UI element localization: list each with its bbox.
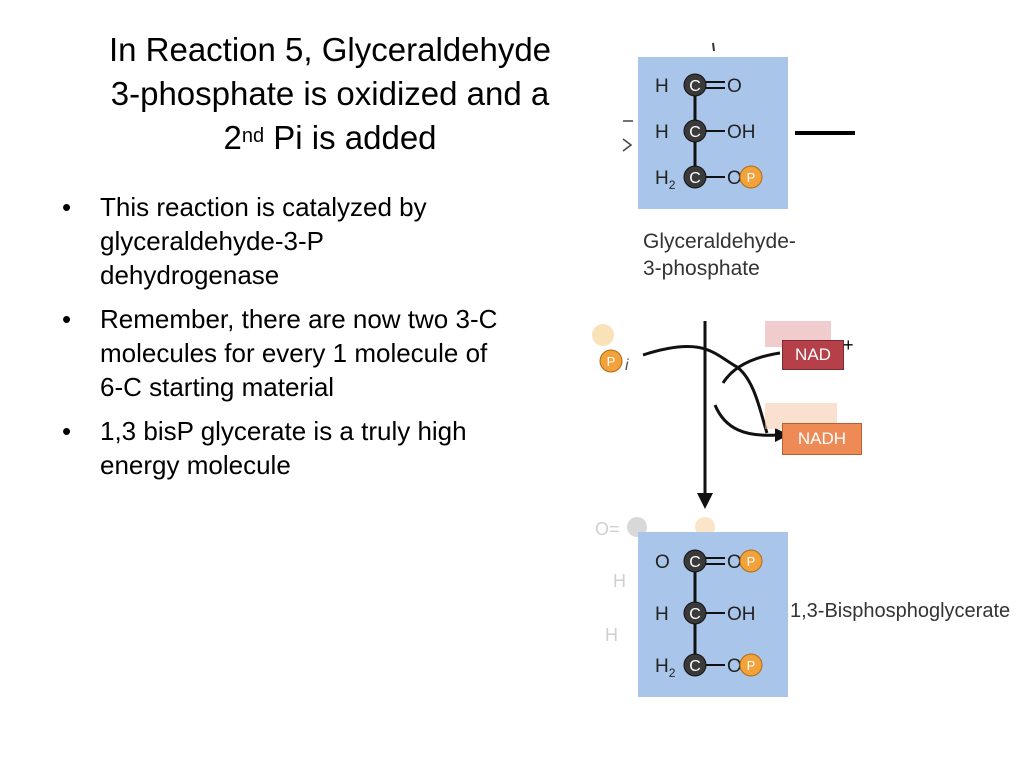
title-line-2: 3-phosphate is oxidized and a	[110, 75, 550, 112]
carbon-label: C	[689, 606, 701, 623]
carbon-label: C	[689, 658, 701, 675]
atom-label: H	[655, 604, 669, 625]
substrate-label-line-1: Glyceraldehyde-	[643, 230, 796, 253]
carbon-atom	[683, 549, 707, 573]
carbon-atom	[683, 601, 707, 625]
atom-label: O	[727, 552, 742, 573]
atom-label: O	[727, 168, 742, 189]
nad-charge: +	[843, 335, 854, 355]
title-tail: Pi is added	[264, 119, 437, 156]
svg-text:O=: O=	[595, 519, 620, 539]
carbon-atom	[683, 119, 707, 143]
bullet-item: Remember, there are now two 3-C molecule…	[58, 302, 498, 404]
phosphate-label: P	[747, 658, 756, 673]
reaction-arrows	[642, 321, 789, 509]
svg-text:H: H	[605, 625, 618, 645]
substrate-label-line-2: 3-phosphate	[643, 257, 760, 280]
product-label: 1,3-Bisphosphoglycerate	[790, 600, 1011, 622]
atom-label: OH	[727, 122, 756, 143]
bullet-list: This reaction is catalyzed by glyceralde…	[58, 190, 498, 492]
title-ordinal: 2	[223, 119, 242, 156]
atom-label: H	[655, 122, 669, 143]
substrate-label: Glyceraldehyde- 3-phosphate	[643, 228, 796, 282]
carbon-label: C	[689, 170, 701, 187]
atom-label: O	[727, 76, 742, 97]
carbon-atom	[683, 73, 707, 97]
carbon-label: C	[689, 78, 701, 95]
phosphate-label: P	[607, 354, 616, 369]
atom-label: O	[655, 552, 670, 573]
phosphate-group	[739, 165, 763, 189]
phosphate-subscript: i	[625, 357, 629, 374]
bullet-item: This reaction is catalyzed by glyceralde…	[58, 190, 498, 292]
nad-badge: NAD	[782, 340, 844, 370]
nadh-badge: NADH	[782, 423, 862, 455]
title-line-3: 2nd Pi is added	[40, 116, 620, 160]
bullet-item: 1,3 bisP glycerate is a truly high energ…	[58, 414, 498, 482]
slide-title: In Reaction 5, Glyceraldehyde 3-phosphat…	[40, 28, 620, 160]
phosphate-label: P	[747, 170, 756, 185]
title-line-1: In Reaction 5, Glyceraldehyde	[108, 31, 552, 68]
atom-label: H	[655, 76, 669, 97]
atom-label: OH	[727, 604, 756, 625]
phosphate-label: P	[747, 554, 756, 569]
atom-label: O	[727, 656, 742, 677]
carbon-label: C	[689, 124, 701, 141]
title-ordinal-suffix: nd	[241, 125, 265, 147]
carbon-label: C	[689, 554, 701, 571]
svg-text:H: H	[613, 571, 626, 591]
carbon-atom	[683, 653, 707, 677]
phosphate-group	[739, 653, 763, 677]
phosphate-group	[739, 549, 763, 573]
dash-mark	[795, 131, 855, 135]
carbon-atom	[683, 165, 707, 189]
